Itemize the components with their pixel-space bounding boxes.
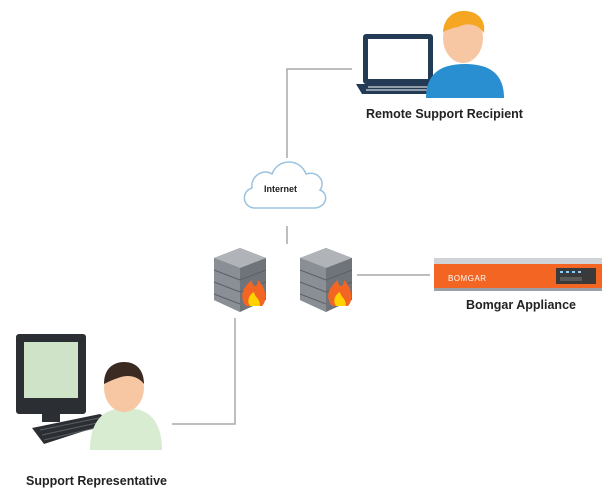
cloud-icon <box>243 161 327 209</box>
support-representative-label: Support Representative <box>26 474 168 488</box>
connectors <box>172 68 430 425</box>
connector-firewall-rep <box>172 318 236 425</box>
laptop-icon <box>356 34 440 94</box>
server-icon <box>434 258 602 291</box>
bomgar-appliance-label: Bomgar Appliance <box>466 298 576 312</box>
remote-support-recipient-label: Remote Support Recipient <box>366 107 523 121</box>
desktop-icon <box>16 334 112 444</box>
firewall-right-icon <box>299 248 353 312</box>
appliance-brand-text: BOMGAR <box>448 274 487 283</box>
firewall-left-icon <box>213 248 267 312</box>
recipient-person-icon <box>426 10 504 98</box>
rep-person-icon <box>90 362 162 450</box>
connector-recipient-internet <box>286 68 352 158</box>
internet-label: Internet <box>264 184 298 194</box>
